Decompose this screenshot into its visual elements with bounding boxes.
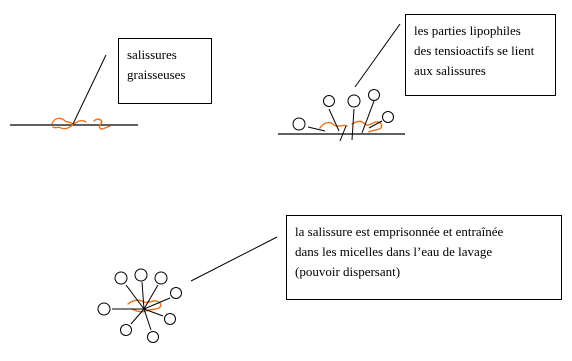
pointer-line-1 bbox=[72, 54, 107, 125]
pointer-line-3 bbox=[190, 236, 278, 282]
grease-soil-2 bbox=[319, 120, 383, 133]
label-soil-trapped: la salissure est emprisonnée et entraîné… bbox=[286, 215, 562, 300]
pointer-line-2 bbox=[354, 23, 401, 88]
label-lipophilic-line-2: des tensioactifs se lient bbox=[414, 43, 535, 58]
grease-soil-1 bbox=[51, 117, 111, 130]
label-grease-soil-line-2: graisseuses bbox=[127, 67, 186, 82]
label-lipophilic-line-1: les parties lipophiles bbox=[414, 23, 521, 38]
stage-1-soiled-surface bbox=[10, 54, 138, 130]
surfactant-molecules-2 bbox=[292, 89, 394, 142]
label-soil-trapped-line-1: la salissure est emprisonnée et entraîné… bbox=[295, 224, 504, 239]
label-lipophilic-line-3: aux salissures bbox=[414, 63, 486, 78]
stage-3-micelle bbox=[97, 236, 278, 343]
label-soil-trapped-line-3: (pouvoir dispersant) bbox=[295, 264, 401, 279]
micelle-surfactants bbox=[97, 268, 182, 343]
label-lipophilic-binding: les parties lipophiles des tensioactifs … bbox=[405, 14, 556, 96]
stage-2-surfactant-binding bbox=[278, 23, 405, 142]
label-grease-soil-line-1: salissures bbox=[127, 47, 177, 62]
label-soil-trapped-line-2: dans les micelles dans l’eau de lavage bbox=[295, 244, 493, 259]
label-grease-soil: salissures graisseuses bbox=[118, 38, 212, 104]
